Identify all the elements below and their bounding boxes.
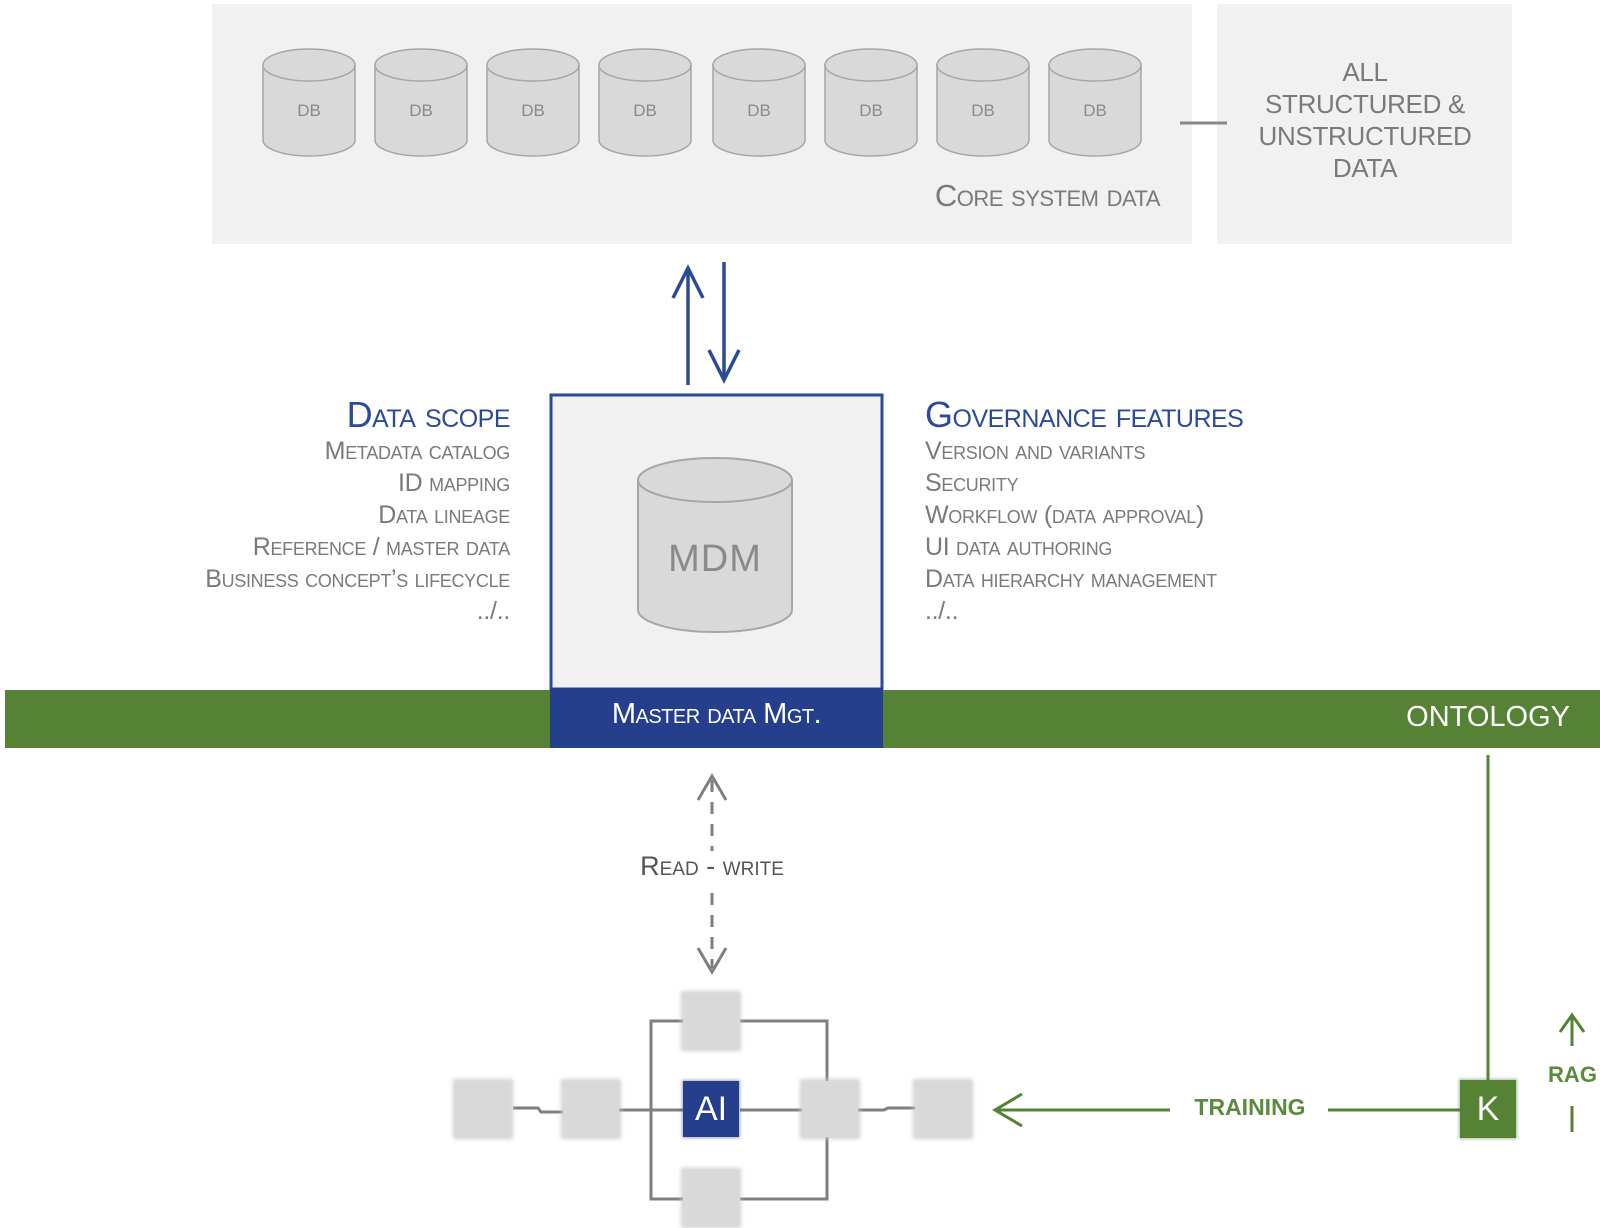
data-scope-item: ID mapping [398,469,510,497]
database-label: DB [297,101,321,120]
read-write-text: Read - write [640,851,784,881]
network-node [683,993,739,1049]
governance-item: Data hierarchy management [925,565,1217,593]
read-write-label: Read - write [612,851,812,882]
ontology-label: ONTOLOGY [1406,701,1570,733]
rag-label: RAG [1548,1062,1597,1087]
database-label: DB [1083,101,1107,120]
governance-title: Governance features [925,394,1244,435]
database-label: DB [409,101,433,120]
database-label: DB [971,101,995,120]
database-label: DB [521,101,545,120]
data-scope-item: ../.. [476,597,511,625]
data-scope-item: Reference / master data [252,533,511,561]
network-node [563,1081,619,1137]
governance-item: Security [925,469,1019,497]
ai-label: AI [694,1090,728,1128]
database-icon: DB [712,48,806,158]
mdm-database-icon [637,457,793,633]
database-icon: DB [1048,48,1142,158]
all-data-line: ALL [1342,57,1388,87]
governance-item: Version and variants [925,437,1146,465]
network-node [455,1081,511,1137]
all-data-line: UNSTRUCTURED [1258,121,1472,151]
database-icon: DB [598,48,692,158]
mdm-label: MDM [668,538,762,580]
network-node [683,1170,739,1226]
mdm-caption: Master data Mgt. [611,698,822,730]
governance-item: Workflow (data approval) [925,501,1204,529]
all-data-panel [1217,4,1512,244]
mdm-caption-band [550,688,883,748]
knowledge-label: K [1476,1090,1500,1128]
database-icon: DB [486,48,580,158]
database-icon: DB [374,48,468,158]
data-scope-item: Metadata catalog [324,437,511,465]
governance-item: UI data authoring [925,533,1113,561]
database-icon: DB [262,48,356,158]
data-scope-title: Data scope [346,394,511,435]
database-label: DB [633,101,657,120]
data-scope-item: Business concept’s lifecycle [205,565,510,593]
all-data-line: STRUCTURED & [1264,89,1466,119]
governance-list: Version and variants Security Workflow (… [925,435,1405,627]
read-write-arrow [696,773,728,975]
rag-arrow [1558,1012,1586,1132]
all-data-text: ALL STRUCTURED & UNSTRUCTURED DATA [1230,56,1500,184]
knowledge-node: K [1460,1080,1516,1138]
training-arrow [992,755,1490,1128]
training-label: TRAINING [1194,1094,1306,1120]
ai-node: AI [683,1081,739,1137]
database-icon: DB [824,48,918,158]
data-scope-item: Data lineage [378,501,510,529]
network-node [802,1081,858,1137]
database-label: DB [859,101,883,120]
database-icon: DB [936,48,1030,158]
core-system-title: Core system data [934,178,1161,213]
all-data-line: DATA [1332,153,1398,183]
database-label: DB [747,101,771,120]
network-node [915,1081,971,1137]
governance-item: ../.. [925,597,959,625]
data-scope-list: Metadata catalog ID mapping Data lineage… [60,435,510,627]
sync-arrows [671,262,741,385]
